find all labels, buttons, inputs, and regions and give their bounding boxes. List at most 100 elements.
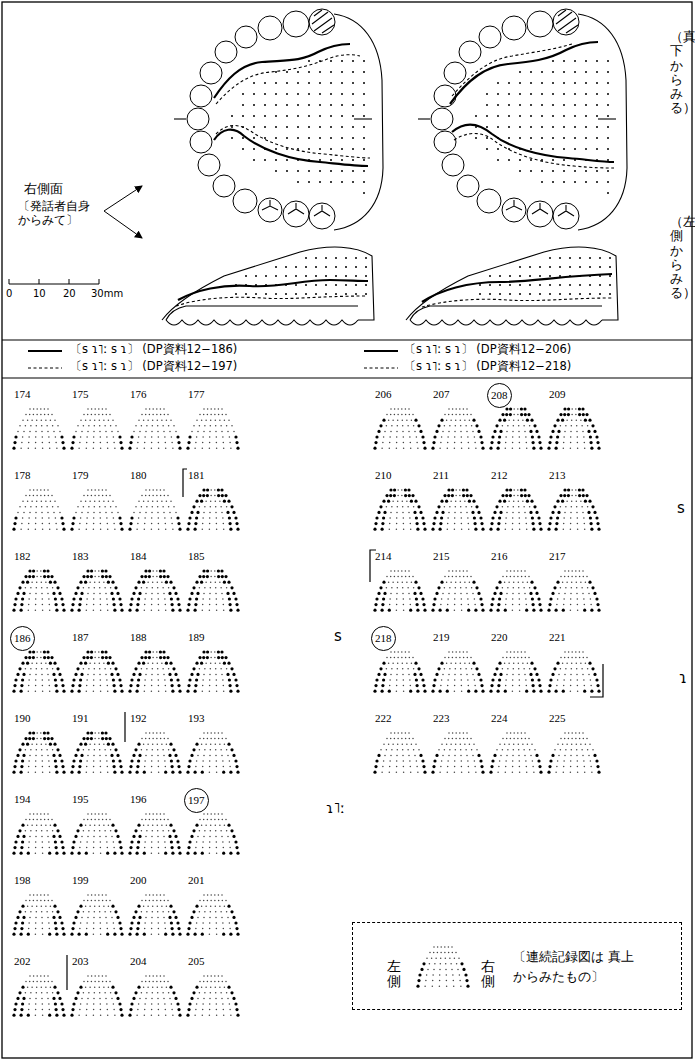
epg-frame xyxy=(236,690,239,693)
epg-frame xyxy=(218,813,220,815)
epg-frame xyxy=(162,911,164,913)
epg-frame xyxy=(187,846,190,849)
epg-frame xyxy=(46,569,49,572)
epg-frame xyxy=(149,894,151,896)
epg-frame xyxy=(36,824,38,826)
epg-frame xyxy=(165,766,167,768)
epg-frame xyxy=(47,813,49,815)
epg-frame xyxy=(41,581,43,583)
epg-frame xyxy=(83,749,85,751)
epg-frame xyxy=(202,436,204,438)
epg-frame xyxy=(111,836,113,838)
epg-frame xyxy=(112,759,115,762)
palate-view-below xyxy=(319,126,321,128)
epg-frame xyxy=(49,662,52,665)
epg-frame xyxy=(206,650,209,653)
epg-frame xyxy=(216,685,218,687)
epg-frame xyxy=(129,684,132,687)
palate-view-below xyxy=(308,170,310,172)
epg-frame xyxy=(194,933,197,936)
epg-frame xyxy=(41,419,43,421)
epg-frame xyxy=(167,819,169,821)
epg-frame xyxy=(136,528,138,530)
epg-frame xyxy=(229,609,232,612)
scale-bar xyxy=(9,279,99,284)
epg-frame xyxy=(62,690,65,693)
epg-frame xyxy=(235,846,238,849)
epg-frame xyxy=(36,743,38,745)
epg-frame xyxy=(35,523,37,525)
epg-frame xyxy=(47,836,49,838)
epg-frame xyxy=(156,408,158,410)
epg-frame xyxy=(80,841,82,843)
epg-frame xyxy=(21,759,24,762)
palate-view-below xyxy=(286,170,288,172)
epg-frame xyxy=(23,512,25,514)
epg-frame xyxy=(136,927,139,930)
epg-frame xyxy=(130,678,133,681)
epg-frame xyxy=(188,921,191,924)
epg-frame xyxy=(94,500,96,502)
epg-frame xyxy=(47,431,49,433)
epg-frame xyxy=(48,436,50,438)
epg-frame xyxy=(215,506,217,508)
epg-frame xyxy=(42,847,44,849)
epg-frame xyxy=(40,732,42,734)
epg-frame xyxy=(13,522,16,525)
epg-frame xyxy=(158,771,160,773)
epg-frame xyxy=(226,668,228,670)
epg-frame xyxy=(106,922,108,924)
epg-frame xyxy=(106,495,108,497)
epg-frame xyxy=(158,679,160,681)
epg-frame xyxy=(146,749,148,751)
epg-frame xyxy=(98,732,100,734)
epg-frame xyxy=(100,766,102,768)
epg-frame xyxy=(29,512,31,514)
epg-frame xyxy=(194,684,197,687)
epg-frame xyxy=(151,917,153,919)
epg-frame xyxy=(102,819,104,821)
epg-frame xyxy=(144,928,146,930)
contact-line-solid xyxy=(178,280,368,300)
epg-frame xyxy=(49,771,51,773)
epg-frame xyxy=(103,500,105,502)
epg-frame xyxy=(93,685,95,687)
epg-frame xyxy=(176,516,179,519)
epg-frame xyxy=(42,442,44,444)
epg-frame xyxy=(164,679,166,681)
epg-frame xyxy=(12,447,15,450)
epg-frame xyxy=(159,569,162,572)
epg-frame xyxy=(14,516,17,519)
epg-frame xyxy=(167,738,169,740)
epg-frame xyxy=(49,581,52,584)
epg-frame xyxy=(169,905,172,908)
epg-frame xyxy=(163,408,165,410)
epg-frame xyxy=(144,528,146,530)
epg-frame xyxy=(93,517,95,519)
epg-frame xyxy=(48,760,50,762)
epg-frame xyxy=(195,500,198,503)
epg-frame xyxy=(151,517,153,519)
epg-frame xyxy=(35,690,37,692)
epg-frame xyxy=(110,425,112,427)
epg-frame xyxy=(216,922,218,924)
epg-frame xyxy=(202,685,204,687)
epg-frame xyxy=(170,840,173,843)
epg-frame xyxy=(209,512,211,514)
epg-frame xyxy=(60,597,63,600)
legend-sample xyxy=(364,350,398,352)
epg-frame xyxy=(43,650,46,653)
epg-frame xyxy=(227,431,229,433)
epg-frame xyxy=(130,516,133,519)
epg-frame xyxy=(119,846,122,849)
epg-frame xyxy=(220,911,222,913)
epg-frame xyxy=(105,836,107,838)
epg-frame xyxy=(13,846,16,849)
epg-frame xyxy=(119,603,122,606)
epg-frame xyxy=(52,668,54,670)
epg-frame xyxy=(197,431,199,433)
epg-frame xyxy=(168,911,170,913)
epg-frame xyxy=(41,836,43,838)
epg-frame xyxy=(214,576,216,578)
epg-frame xyxy=(224,575,227,578)
